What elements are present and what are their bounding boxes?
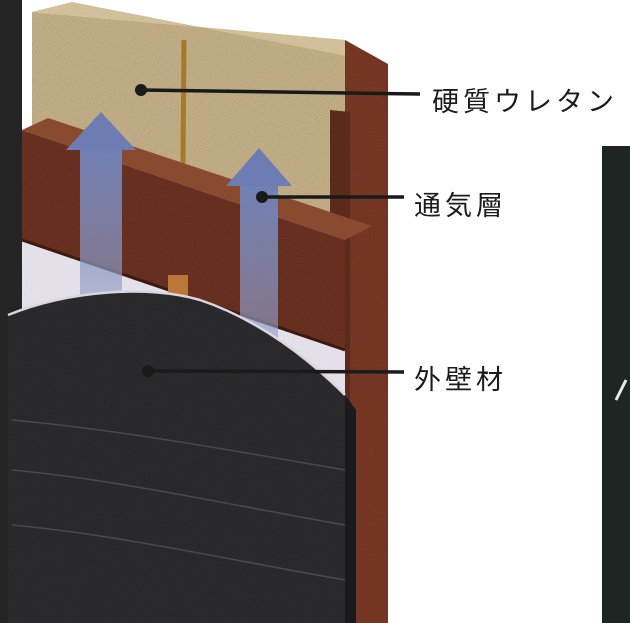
leader-air-layer (256, 191, 404, 203)
leader-urethane (135, 84, 421, 96)
label-exterior-siding: 外壁材 (414, 365, 507, 396)
leader-lines (135, 84, 421, 377)
siding-panel (8, 291, 345, 623)
leader-siding (142, 365, 405, 377)
label-air-layer: 通気層 (414, 191, 507, 222)
exterior-siding-layer (7, 290, 356, 623)
partial-glyph (614, 379, 628, 401)
urethane-board-top (32, 2, 388, 64)
label-urethane: 硬質ウレタン (432, 87, 618, 118)
